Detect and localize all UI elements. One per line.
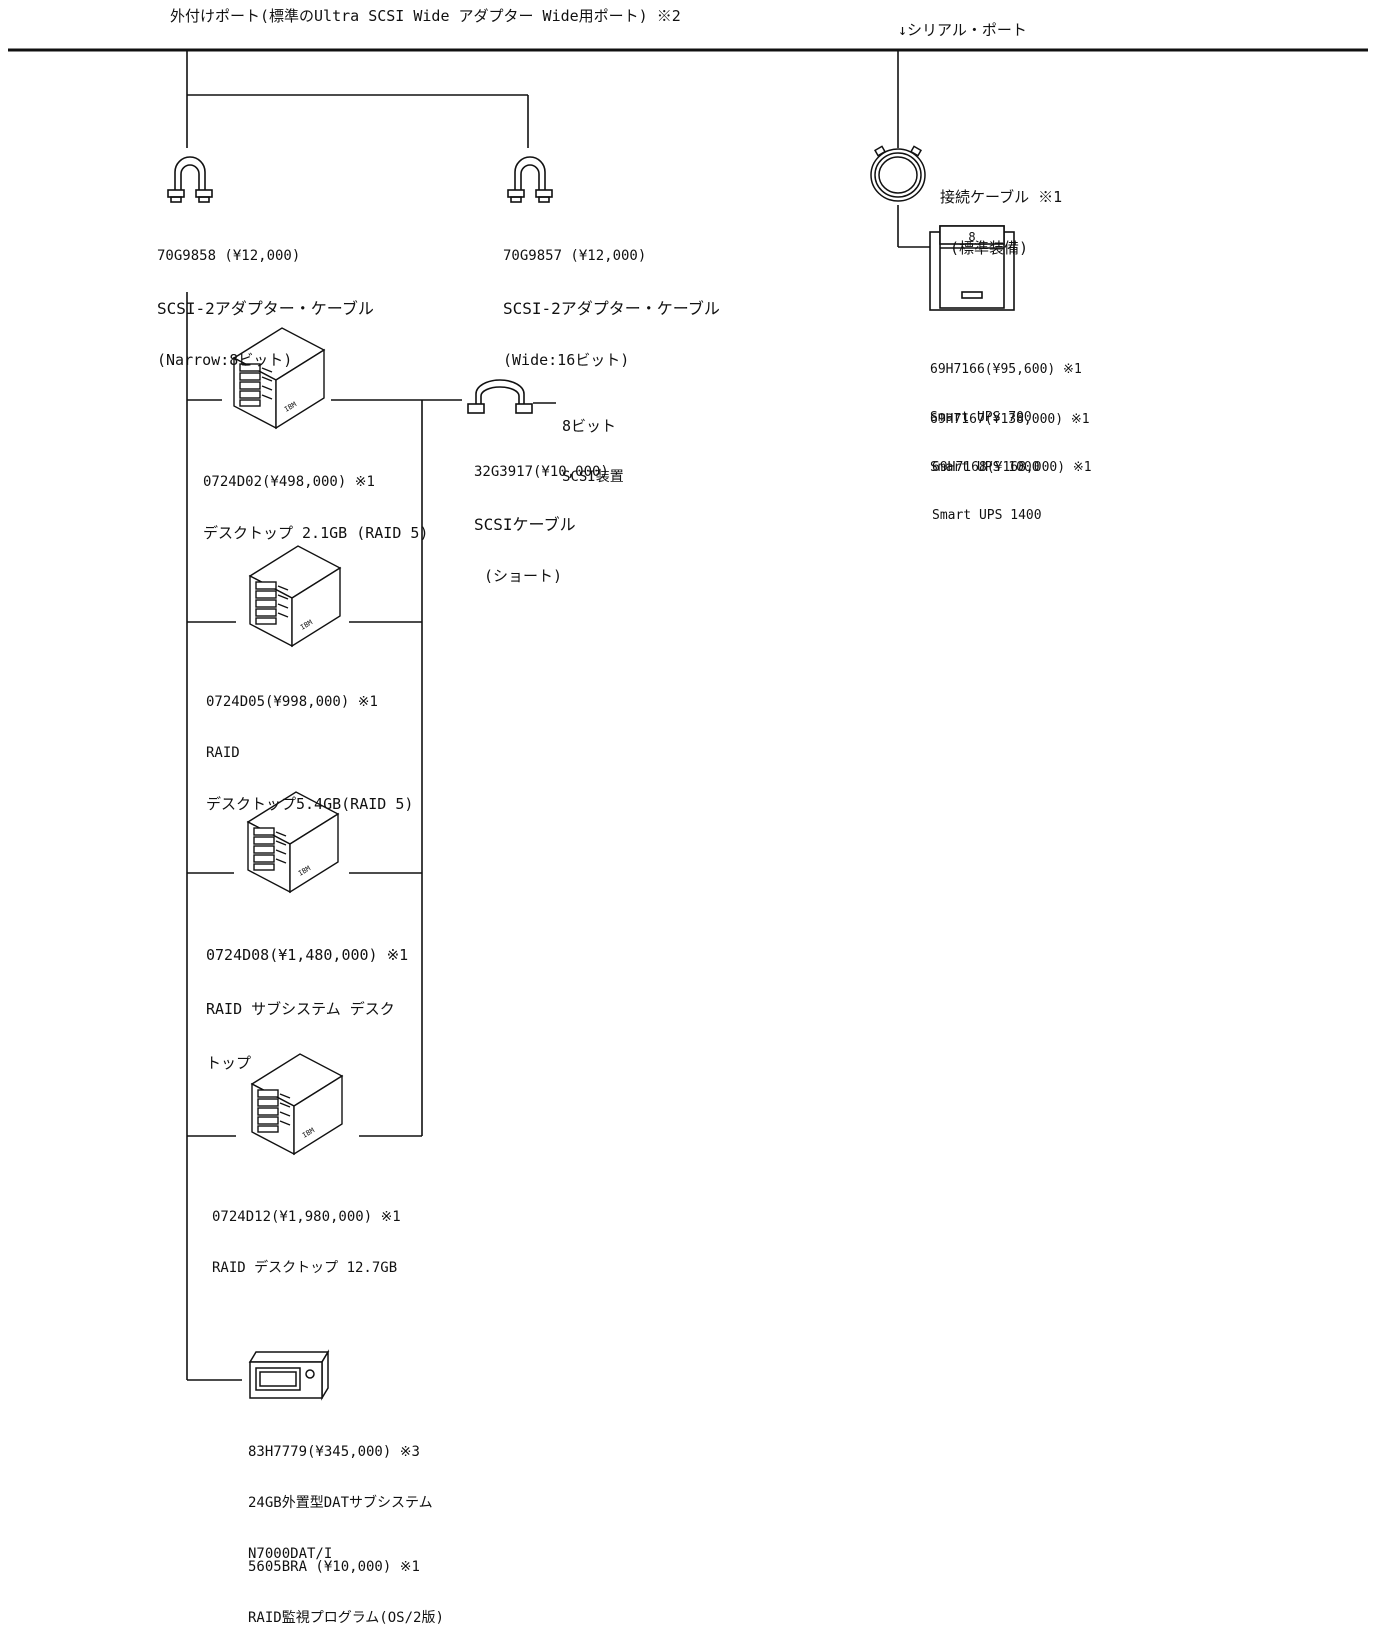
serial-cable-label: 接続ケーブル ※1 (標準装備) <box>940 155 1062 274</box>
raid-label-d08: 0724D08(¥1,480,000) ※1 RAID サブシステム デスク ト… <box>206 910 408 1090</box>
wide-cable-label: 70G9857 (¥12,000) SCSI-2アダプター・ケーブル (Wide… <box>503 214 720 386</box>
connection-lines <box>8 48 1368 1381</box>
short-cable-part: 32G3917(¥10,000) <box>474 464 609 480</box>
short-cable-name: SCSIケーブル <box>474 515 576 534</box>
raid-tower-icon: IBM <box>248 545 342 648</box>
raid-desc: RAID サブシステム デスク <box>206 1000 395 1018</box>
raid-part: 0724D08(¥1,480,000) ※1 <box>206 946 409 964</box>
raid-part: 0724D05(¥998,000) ※1 <box>206 694 378 710</box>
serial-cable-coil-icon <box>870 145 926 202</box>
ups-label-700: 69H7166(¥95,600) ※1 Smart UPS 700 <box>930 330 1082 442</box>
raid-tower-icon: IBM <box>246 791 340 894</box>
raid-desc-2: トップ <box>206 1054 252 1072</box>
dat-model: N7000DAT/I <box>248 1546 333 1562</box>
serial-cable-note: (標準装備) <box>950 239 1029 257</box>
software-label: 5605BRA (¥10,000) ※1 RAID監視プログラム(OS/2版) <box>248 1525 444 1644</box>
ups-label-1400: 69H7168(¥168,000) ※1 Smart UPS 1400 <box>932 428 1092 540</box>
ups-label-1000: 69H7167(¥138,000) ※1 Smart UPS 1000 <box>930 380 1090 492</box>
dat-part: 83H7779(¥345,000) ※3 <box>248 1444 420 1460</box>
ups-part: 69H7166(¥95,600) ※1 <box>930 362 1082 377</box>
ups-part: 69H7168(¥168,000) ※1 <box>932 460 1092 475</box>
narrow-cable-desc: (Narrow:8ビット) <box>157 351 293 369</box>
serial-port-label: ↓シリアル・ポート <box>898 21 1027 39</box>
external-port-label: 外付けポート(標準のUltra SCSI Wide アダプター Wide用ポート… <box>170 7 681 25</box>
serial-cable-name: 接続ケーブル ※1 <box>940 188 1063 206</box>
dat-drive-icon <box>248 1349 330 1401</box>
raid-desc: RAID デスクトップ 12.7GB <box>212 1260 398 1276</box>
dat-desc: 24GB外置型DATサブシステム <box>248 1495 433 1511</box>
wide-cable-desc: (Wide:16ビット) <box>503 351 630 369</box>
narrow-cable-part: 70G9858 (¥12,000) <box>157 248 301 264</box>
raid-desc-2: デスクトップ5.4GB(RAID 5) <box>206 795 414 813</box>
short-cable-label: 32G3917(¥10,000) SCSIケーブル (ショート) <box>474 430 609 602</box>
scsi-cable-wide-icon <box>507 156 553 203</box>
ups-name: Smart UPS 1400 <box>932 508 1042 523</box>
raid-desc: デスクトップ 2.1GB (RAID 5) <box>203 524 429 542</box>
wide-cable-part: 70G9857 (¥12,000) <box>503 248 647 264</box>
raid-tower-icon: IBM <box>250 1053 344 1156</box>
raid-part: 0724D02(¥498,000) ※1 <box>203 474 375 490</box>
raid-label-d02: 0724D02(¥498,000) ※1 デスクトップ 2.1GB (RAID … <box>203 440 428 559</box>
software-desc: RAID監視プログラム(OS/2版) <box>248 1610 444 1626</box>
raid-label-d12: 0724D12(¥1,980,000) ※1 RAID デスクトップ 12.7G… <box>212 1175 401 1294</box>
raid-tower-icon: IBM <box>232 327 326 430</box>
short-cable-desc: (ショート) <box>484 567 563 585</box>
narrow-cable-label: 70G9858 (¥12,000) SCSI-2アダプター・ケーブル (Narr… <box>157 214 374 386</box>
raid-desc: RAID <box>206 745 240 761</box>
eight-bit-device-label: 8ビット SCSI装置 <box>562 384 624 503</box>
scsi-cable-narrow-icon <box>167 156 213 203</box>
dat-label: 83H7779(¥345,000) ※3 24GB外置型DATサブシステム N7… <box>248 1410 433 1580</box>
ups-name: Smart UPS 1000 <box>930 460 1040 475</box>
raid-part: 0724D12(¥1,980,000) ※1 <box>212 1209 401 1225</box>
wide-cable-name: SCSI-2アダプター・ケーブル <box>503 299 720 318</box>
eight-bit-line1: 8ビット <box>562 417 617 435</box>
short-scsi-cable-icon <box>467 379 533 414</box>
eight-bit-line2: SCSI装置 <box>562 469 624 485</box>
ups-name: Smart UPS 700 <box>930 410 1032 425</box>
narrow-cable-name: SCSI-2アダプター・ケーブル <box>157 299 374 318</box>
raid-label-d05: 0724D05(¥998,000) ※1 RAID デスクトップ5.4GB(RA… <box>206 660 413 830</box>
ups-badge: 8 <box>968 230 975 244</box>
ups-device-icon: 8 <box>929 225 1015 311</box>
ups-part: 69H7167(¥138,000) ※1 <box>930 412 1090 427</box>
